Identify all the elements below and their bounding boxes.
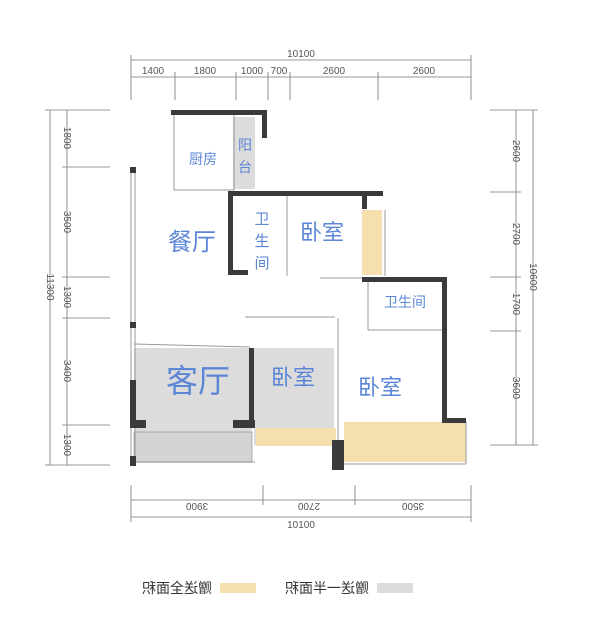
dim-top: 2600 [413,66,436,77]
legend-full-gift: 赠送全面积 [142,578,256,598]
dim-right: 3600 [510,377,521,400]
dim-top: 1800 [194,66,217,77]
room-label-balcony: 阳 [238,138,252,154]
legend-half-gift-label: 赠送一半面积 [285,581,369,597]
dim-bottom-total: 10100 [287,520,315,531]
bedroom2-full-area [256,428,336,446]
legend-full-gift-swatch [220,583,256,593]
dim-left: 1800 [61,127,72,150]
dim-bottom: 3900 [185,500,208,511]
dim-right: 2600 [510,140,521,163]
room-label-dining: 餐厅 [168,228,216,256]
dim-left: 1300 [61,286,72,309]
room-label-bath2: 卫生间 [384,295,426,311]
dim-right: 2700 [510,223,521,246]
room-label-living: 客厅 [166,362,230,400]
dim-left: 3500 [61,211,72,234]
legend-half-gift-swatch [377,583,413,593]
dim-right: 1700 [510,293,521,316]
room-label-bedroom3: 卧室 [358,376,402,401]
thick-walls [130,110,466,470]
dim-bottom: 2700 [297,500,320,511]
room-label-bedroom2: 卧室 [271,366,315,391]
room-label-balcony: 台 [238,160,252,176]
legend-full-gift-label: 赠送全面积 [142,581,212,597]
dim-top-total: 10100 [287,49,315,60]
dim-left: 1300 [61,434,72,457]
dimension-labels: 10100 1400 1800 1000 700 2600 2600 3900 … [44,49,538,531]
dim-right-total: 10600 [527,263,538,291]
room-label-bedroom1: 卧室 [300,221,344,246]
dim-top: 1000 [241,66,264,77]
dim-left: 3400 [61,360,72,383]
dim-bottom: 3500 [401,500,424,511]
legend-half-gift: 赠送一半面积 [285,578,413,598]
living-balcony [133,431,253,463]
room-label-bath1: 卫生间 [254,210,269,272]
dim-top: 1400 [142,66,165,77]
balcony-half-area [233,117,255,189]
dim-left-total: 11300 [44,273,55,301]
bedroom1-full-area [362,210,382,275]
room-label-kitchen: 厨房 [189,152,217,168]
dim-top: 700 [271,66,288,77]
bedroom3-full-area [344,422,466,462]
dim-top: 2600 [323,66,346,77]
dimension-lines [45,55,538,522]
